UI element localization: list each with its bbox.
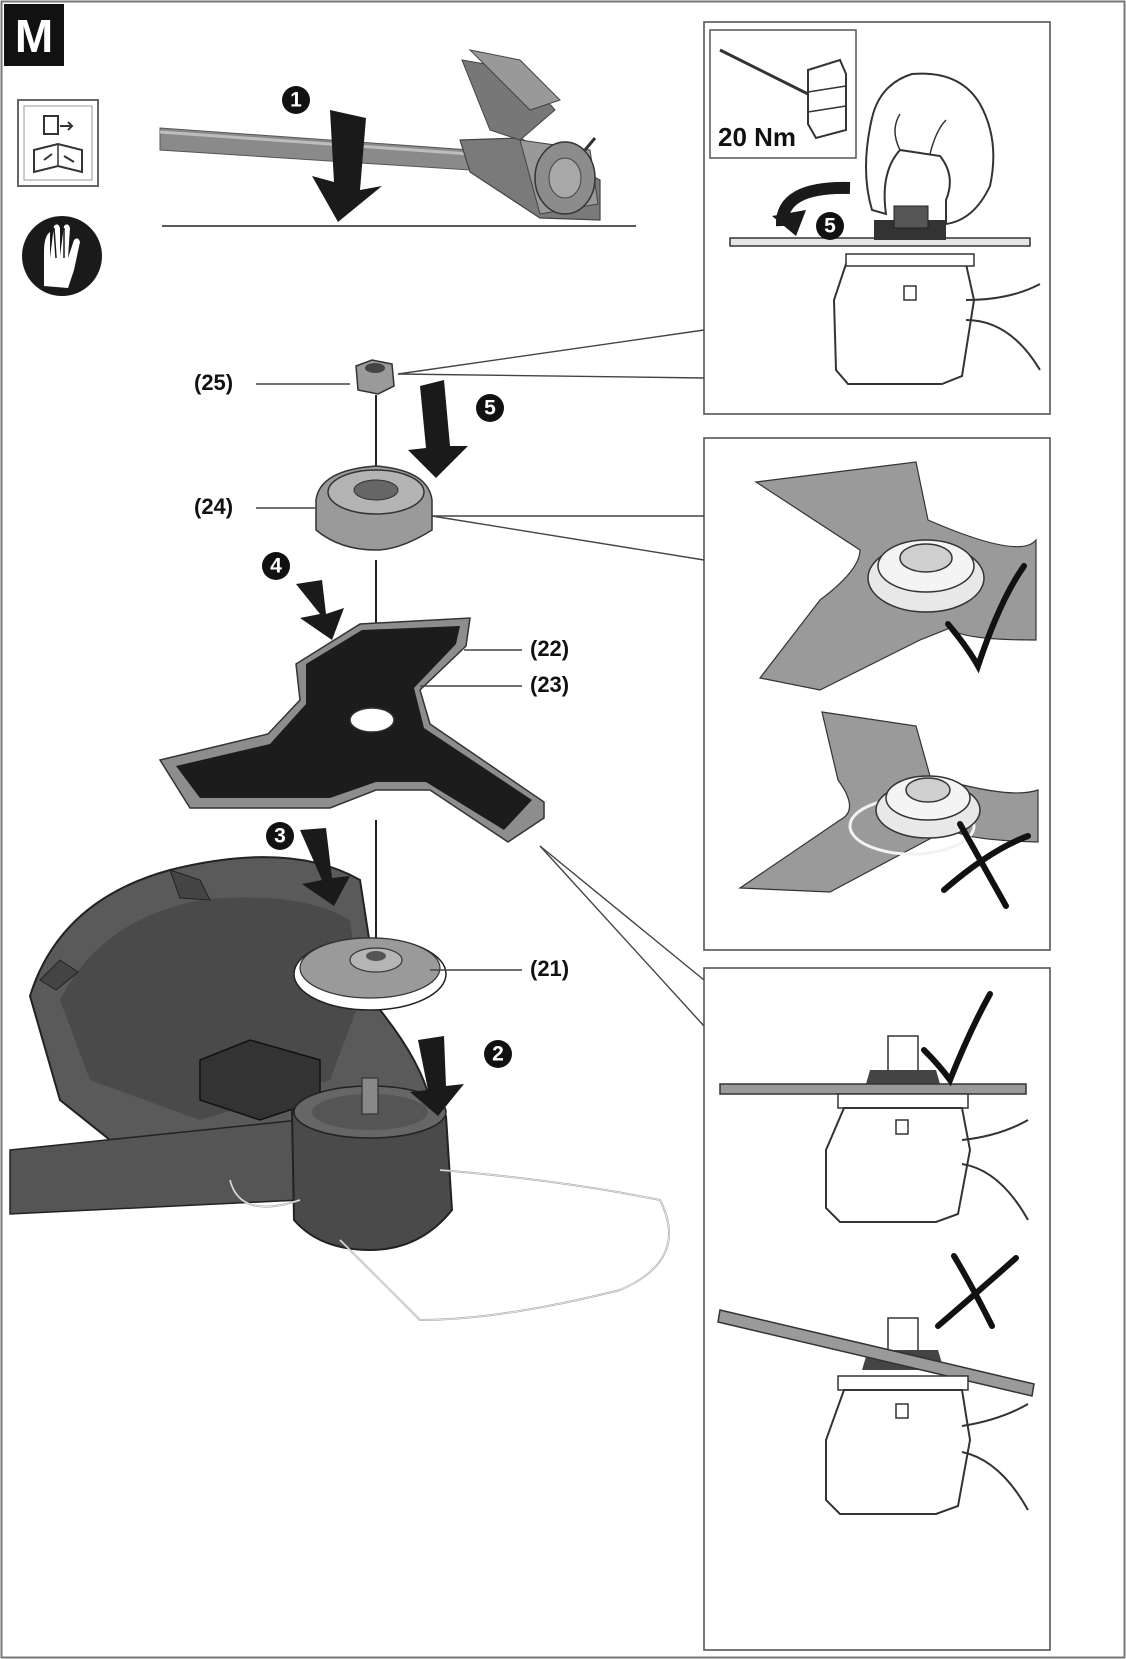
label-part-21: (21) xyxy=(530,956,569,981)
hand-illustration xyxy=(865,72,995,226)
step-4-arrow xyxy=(296,580,344,640)
label-part-22: (22) xyxy=(530,636,569,661)
nut-tightening-illustration xyxy=(729,205,1041,385)
flange-correct-illustration xyxy=(754,461,1037,691)
figure-letter-badge: M xyxy=(4,4,64,66)
label-part-24: (24) xyxy=(194,494,233,519)
label-part-23: (23) xyxy=(530,672,569,697)
figure-letter: M xyxy=(15,10,53,62)
step-3-badge: 3 xyxy=(266,822,294,850)
blade-part-22-23 xyxy=(158,617,545,843)
wear-gloves-icon xyxy=(22,216,102,296)
cross-mark-icon-1 xyxy=(941,821,1031,909)
flange-incorrect-illustration xyxy=(738,711,1039,893)
step-2-arrow xyxy=(410,1036,464,1116)
motor-housing xyxy=(290,1077,454,1252)
step-3-arrow xyxy=(300,828,350,906)
step-5-badge-detail: 5 xyxy=(816,212,844,240)
callout-leader-lines xyxy=(397,329,705,1027)
svg-text:5: 5 xyxy=(484,397,496,420)
check-mark-icon xyxy=(945,563,1027,674)
rotation-arrow-icon xyxy=(772,181,851,236)
power-cord xyxy=(229,1169,670,1322)
trimmer-shaft-illustration xyxy=(159,49,636,227)
read-manual-icon xyxy=(17,99,99,187)
step-4-badge: 4 xyxy=(262,552,290,580)
svg-text:3: 3 xyxy=(274,825,286,848)
torque-value: 20 Nm xyxy=(718,122,796,152)
svg-text:4: 4 xyxy=(270,555,282,578)
label-part-25: (25) xyxy=(194,370,233,395)
step-5-badge: 5 xyxy=(476,394,504,422)
step-5-arrow xyxy=(408,380,468,478)
step-1-badge: 1 xyxy=(282,86,310,114)
nut-part-25 xyxy=(355,359,395,395)
blade-correct-illustration xyxy=(719,1035,1029,1223)
step-2-badge: 2 xyxy=(484,1040,512,1068)
blade-incorrect-illustration xyxy=(717,1309,1035,1515)
step-1-arrow xyxy=(312,110,382,222)
flange-cap-part-24 xyxy=(315,465,433,551)
svg-text:2: 2 xyxy=(492,1043,504,1066)
cross-mark-icon-3 xyxy=(935,1253,1019,1329)
check-mark-icon-2 xyxy=(921,991,993,1087)
drive-disc-part-21 xyxy=(293,937,447,1011)
torque-inset: 20 Nm xyxy=(709,29,857,159)
svg-text:5: 5 xyxy=(824,215,836,238)
cutting-guard xyxy=(28,856,432,1182)
svg-text:1: 1 xyxy=(290,89,302,112)
